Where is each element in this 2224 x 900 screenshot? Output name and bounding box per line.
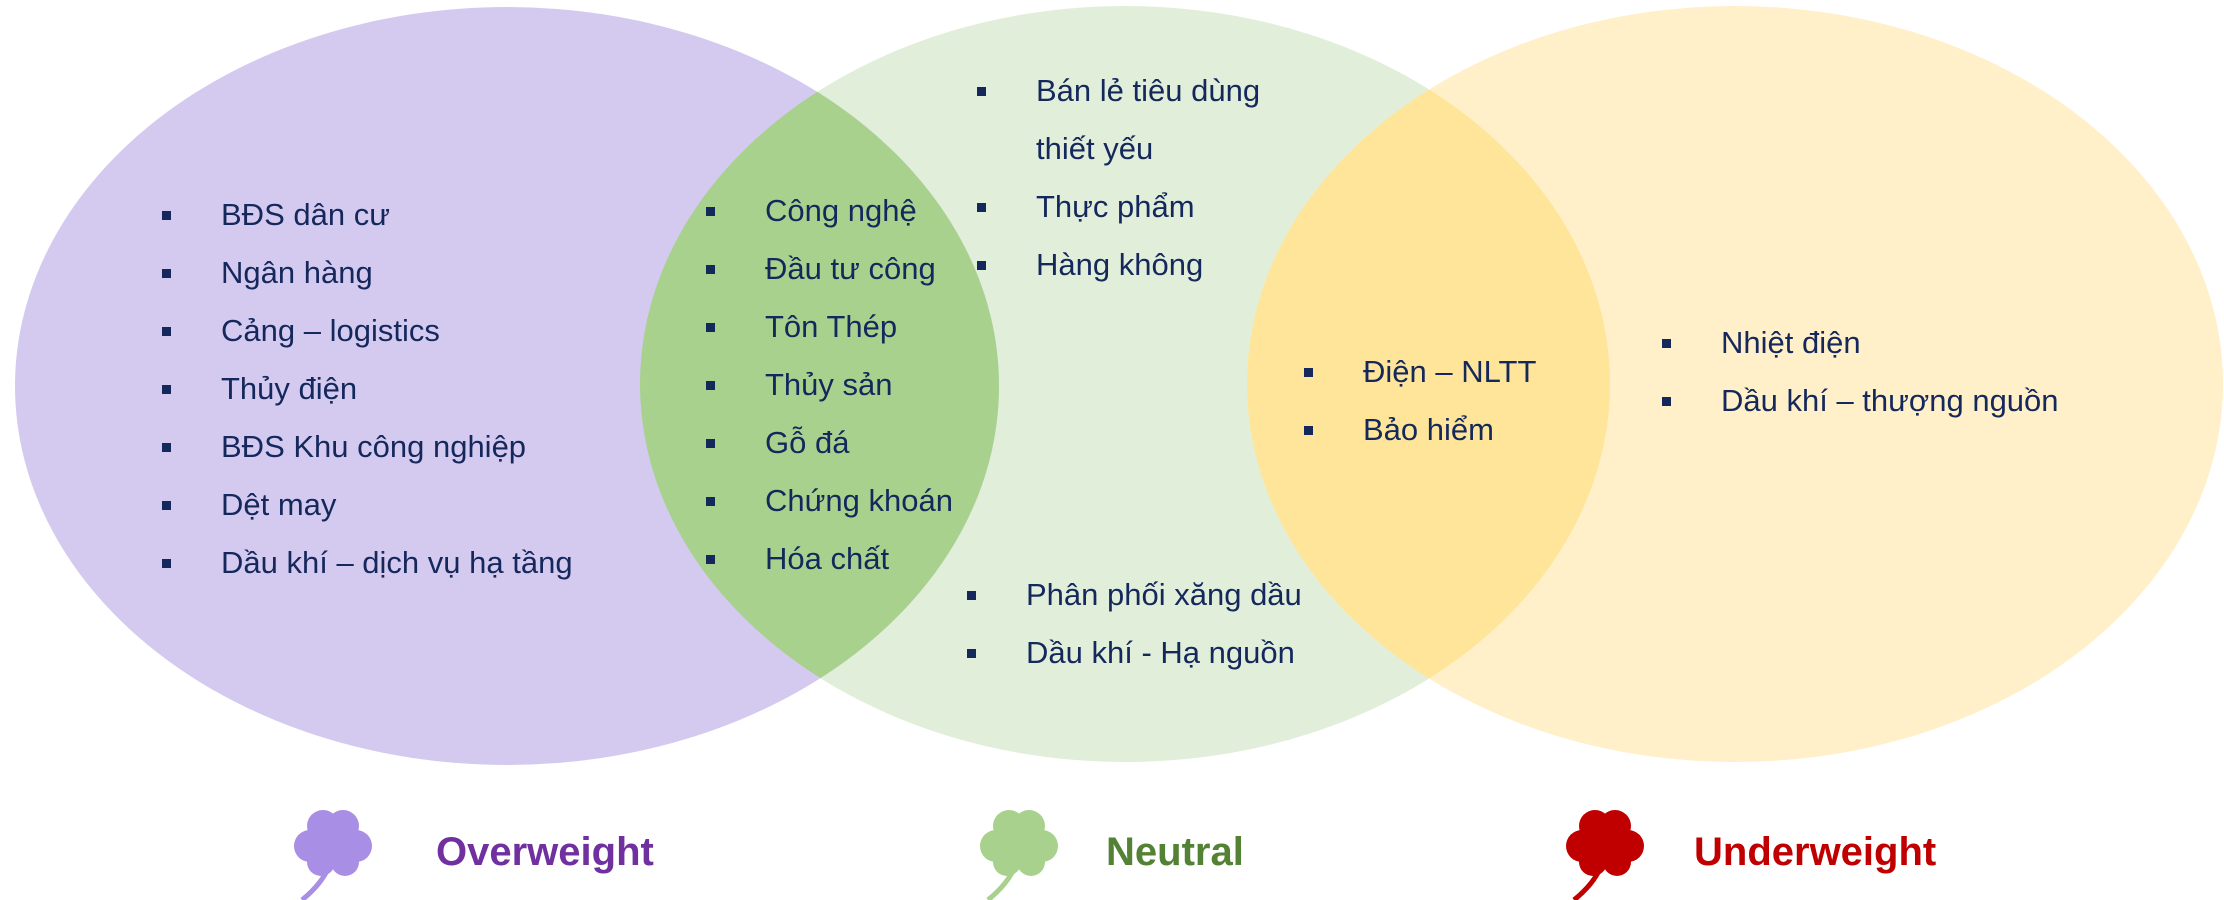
- list-item: Hóa chất: [706, 530, 953, 588]
- list-item: Bảo hiểm: [1304, 401, 1536, 459]
- list-item: Dầu khí - Hạ nguồn: [967, 624, 1302, 682]
- list-item: Công nghệ: [706, 182, 953, 240]
- underweight-only-list: Nhiệt điện Dầu khí – thượng nguồn: [1662, 314, 2059, 430]
- overweight-neutral-list: Công nghệ Đầu tư công Tôn Thép Thủy sản …: [706, 182, 953, 588]
- list-item: Thủy sản: [706, 356, 953, 414]
- overweight-only-list: BĐS dân cư Ngân hàng Cảng – logistics Th…: [162, 186, 573, 592]
- neutral-underweight-list: Điện – NLTT Bảo hiểm: [1304, 343, 1536, 459]
- list-item: Chứng khoán: [706, 472, 953, 530]
- list-item: BĐS Khu công nghiệp: [162, 418, 573, 476]
- list-item: Bán lẻ tiêu dùng thiết yếu: [977, 62, 1286, 178]
- list-item: Phân phối xăng dầu: [967, 566, 1302, 624]
- list-item: Gỗ đá: [706, 414, 953, 472]
- list-item: Hàng không: [977, 236, 1286, 294]
- list-item: Ngân hàng: [162, 244, 573, 302]
- list-item: Dầu khí – thượng nguồn: [1662, 372, 2059, 430]
- list-item: Cảng – logistics: [162, 302, 573, 360]
- neutral-bottom-list: Phân phối xăng dầu Dầu khí - Hạ nguồn: [967, 566, 1302, 682]
- clover-icon: [1566, 810, 1644, 900]
- list-item: Điện – NLTT: [1304, 343, 1536, 401]
- list-item: Tôn Thép: [706, 298, 953, 356]
- list-item: Nhiệt điện: [1662, 314, 2059, 372]
- list-item: Dệt may: [162, 476, 573, 534]
- legend-label: Neutral: [1106, 830, 1244, 874]
- list-item: BĐS dân cư: [162, 186, 573, 244]
- overweight-neutral-overlap: [640, 7, 999, 762]
- neutral-underweight-overlap: [1247, 6, 1610, 762]
- clover-icon: [294, 810, 372, 900]
- list-item: Thủy điện: [162, 360, 573, 418]
- neutral-top-list: Bán lẻ tiêu dùng thiết yếu Thực phẩm Hàn…: [977, 62, 1286, 294]
- legend-label: Underweight: [1694, 830, 1937, 874]
- list-item: Dầu khí – dịch vụ hạ tầng: [162, 534, 573, 592]
- list-item: Đầu tư công: [706, 240, 953, 298]
- clover-icon: [980, 810, 1058, 900]
- legend-label: Overweight: [436, 830, 654, 874]
- list-item: Thực phẩm: [977, 178, 1286, 236]
